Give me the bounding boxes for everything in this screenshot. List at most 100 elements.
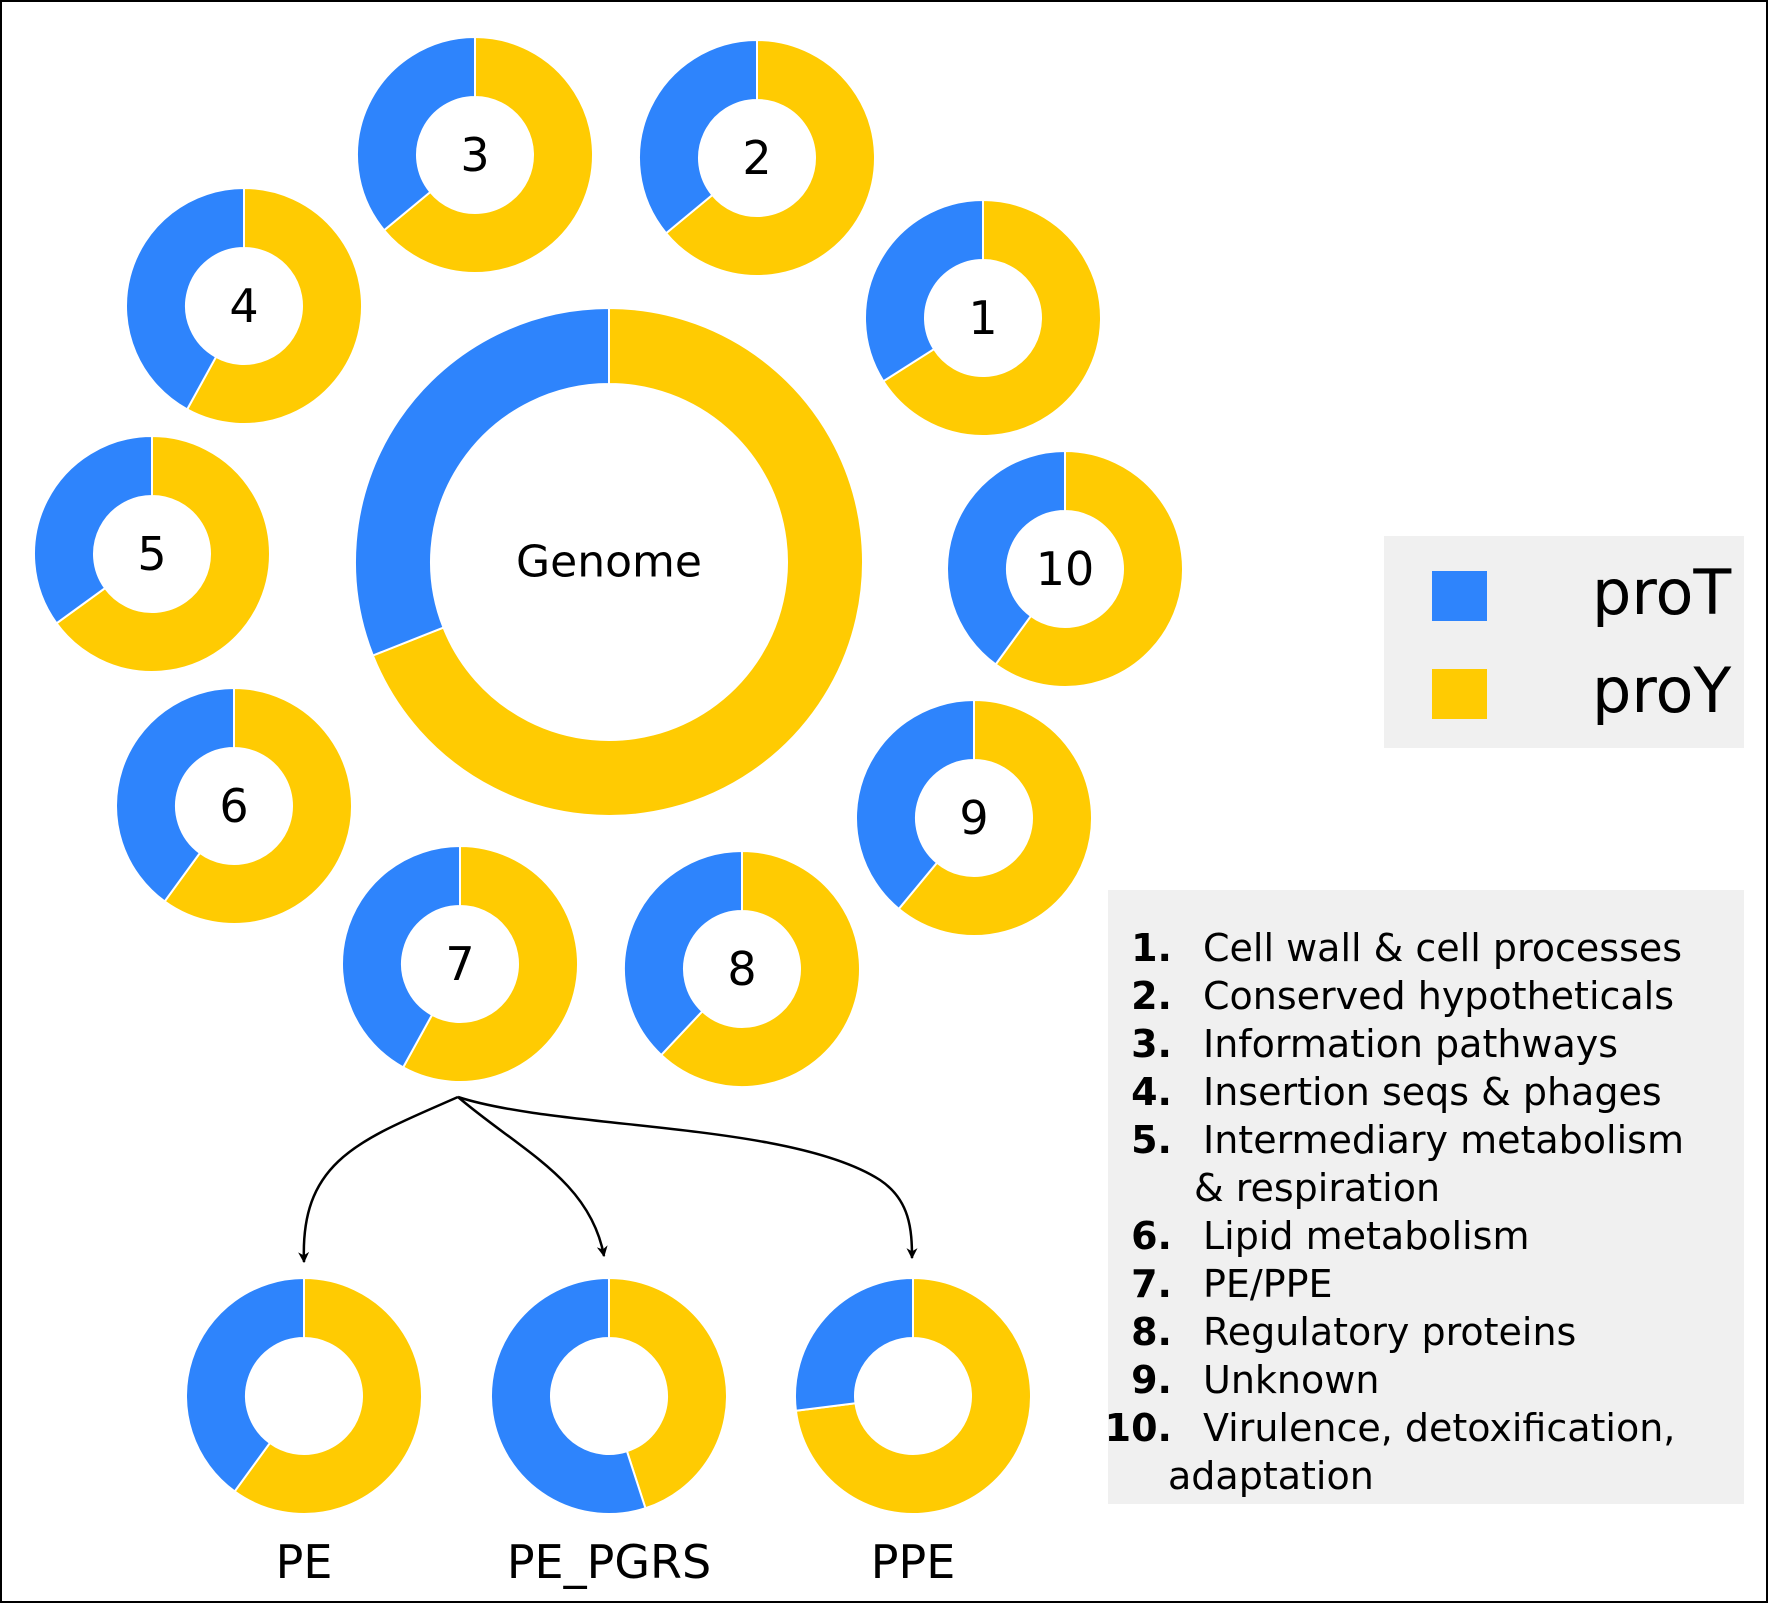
category-item-10: 10. Virulence, detoxification, <box>1104 1404 1744 1452</box>
donut-label: PE <box>276 1535 333 1589</box>
donut-slice-proy <box>233 1276 423 1515</box>
donut-slice-proy <box>608 1276 728 1510</box>
legend-label-prot: proT <box>1592 556 1732 629</box>
category-legend: 1. Cell wall & cell processes 2. Conserv… <box>1104 890 1744 1504</box>
donut-label: Genome <box>516 537 702 588</box>
donut-1: 1 <box>864 198 1102 437</box>
donut-slice-proy <box>881 198 1102 437</box>
legend-swatch-prot <box>1432 571 1487 621</box>
donut-slice-proy <box>664 38 876 277</box>
donut-7: 7 <box>341 844 579 1083</box>
donut-9: 9 <box>855 698 1093 937</box>
donut-3: 3 <box>356 35 594 274</box>
donut-label: 5 <box>137 527 166 581</box>
donut-label: 2 <box>742 131 771 185</box>
category-text-continued: & respiration <box>1194 1166 1441 1210</box>
arrow-to-pe-pgrs <box>457 1096 608 1258</box>
donut-2: 2 <box>638 38 876 277</box>
category-item-3: 3. Information pathways <box>1108 1020 1744 1068</box>
donut-slice-prot <box>794 1276 914 1412</box>
category-item-10-continued: adaptation <box>1108 1452 1744 1500</box>
donut-pe-pgrs: PE_PGRS <box>489 1276 728 1589</box>
donut-slice-prot <box>638 38 758 235</box>
category-number: 3. <box>1131 1022 1172 1066</box>
category-item-5: 5. Intermediary metabolism <box>1108 1116 1744 1164</box>
donut-slice-proy <box>794 1276 1032 1515</box>
category-number: 8. <box>1131 1310 1172 1354</box>
category-text: Unknown <box>1203 1358 1380 1402</box>
donut-slice-prot <box>356 35 476 232</box>
donut-slice-prot <box>33 434 153 625</box>
donut-slice-prot <box>354 306 610 657</box>
donut-slice-prot <box>115 686 235 903</box>
series-legend: proT proY <box>1384 536 1744 748</box>
donut-label: 3 <box>460 128 489 182</box>
donut-pe: PE <box>185 1276 423 1589</box>
donut-slice-proy <box>659 849 861 1088</box>
category-item-1: 1. Cell wall & cell processes <box>1108 924 1744 972</box>
donut-slice-prot <box>341 844 461 1069</box>
donut-slice-proy <box>163 686 353 925</box>
donut-label: 7 <box>445 937 474 991</box>
category-text: PE/PPE <box>1203 1262 1333 1306</box>
donut-slice-prot <box>489 1276 647 1515</box>
category-number: 2. <box>1131 974 1172 1018</box>
donut-slice-proy <box>994 449 1184 688</box>
donut-label: 4 <box>229 279 258 333</box>
category-item-8: 8. Regulatory proteins <box>1108 1308 1744 1356</box>
arrow-to-ppe <box>457 1095 918 1260</box>
category-number: 1. <box>1131 926 1172 970</box>
legend-label-proy: proY <box>1592 654 1732 727</box>
category-text: Intermediary metabolism <box>1203 1118 1684 1162</box>
category-text: Insertion seqs & phages <box>1203 1070 1662 1114</box>
donut-5: 5 <box>33 434 271 673</box>
category-text: Cell wall & cell processes <box>1203 926 1683 970</box>
donut-slice-proy <box>897 698 1093 937</box>
donut-label: PE_PGRS <box>507 1535 711 1589</box>
category-number: 10. <box>1104 1406 1172 1450</box>
donut-slice-proy <box>371 306 864 817</box>
category-text: Virulence, detoxification, <box>1203 1406 1676 1450</box>
donut-slice-prot <box>125 186 245 411</box>
category-item-5-continued: & respiration <box>1108 1164 1744 1212</box>
category-item-9: 9. Unknown <box>1108 1356 1744 1404</box>
donut-label: 10 <box>1036 542 1095 596</box>
category-text: Information pathways <box>1203 1022 1619 1066</box>
category-text-continued: adaptation <box>1168 1454 1374 1498</box>
category-number: 6. <box>1131 1214 1172 1258</box>
donut-slice-prot <box>622 849 743 1057</box>
breakdown-arrows <box>298 1095 918 1264</box>
donut-label: PPE <box>871 1535 956 1589</box>
donut-slice-prot <box>855 698 975 911</box>
category-text: Conserved hypotheticals <box>1203 974 1675 1018</box>
donut-genome: Genome <box>354 306 864 817</box>
donut-slice-prot <box>946 449 1066 666</box>
category-item-7: 7. PE/PPE <box>1108 1260 1744 1308</box>
donut-8: 8 <box>622 849 861 1088</box>
category-number: 9. <box>1131 1358 1172 1402</box>
donut-slice-prot <box>864 198 984 383</box>
donut-label: 1 <box>968 291 997 345</box>
category-number: 5. <box>1131 1118 1172 1162</box>
category-number: 4. <box>1131 1070 1172 1114</box>
arrow-to-pe <box>298 1095 459 1264</box>
donut-slice-proy <box>401 844 579 1083</box>
category-number: 7. <box>1131 1262 1172 1306</box>
donut-slice-proy <box>382 35 594 274</box>
donut-6: 6 <box>115 686 353 925</box>
category-item-6: 6. Lipid metabolism <box>1108 1212 1744 1260</box>
donut-label: 6 <box>219 779 248 833</box>
donut-label: 9 <box>959 791 988 845</box>
donut-label: 8 <box>727 942 756 996</box>
category-text: Lipid metabolism <box>1203 1214 1530 1258</box>
donut-slice-proy <box>185 186 363 425</box>
donut-4: 4 <box>125 186 363 425</box>
donut-slice-prot <box>185 1276 305 1493</box>
donut-slice-proy <box>55 434 271 673</box>
legend-swatch-proy <box>1432 669 1487 719</box>
category-item-2: 2. Conserved hypotheticals <box>1108 972 1744 1020</box>
category-text: Regulatory proteins <box>1203 1310 1577 1354</box>
category-item-4: 4. Insertion seqs & phages <box>1108 1068 1744 1116</box>
